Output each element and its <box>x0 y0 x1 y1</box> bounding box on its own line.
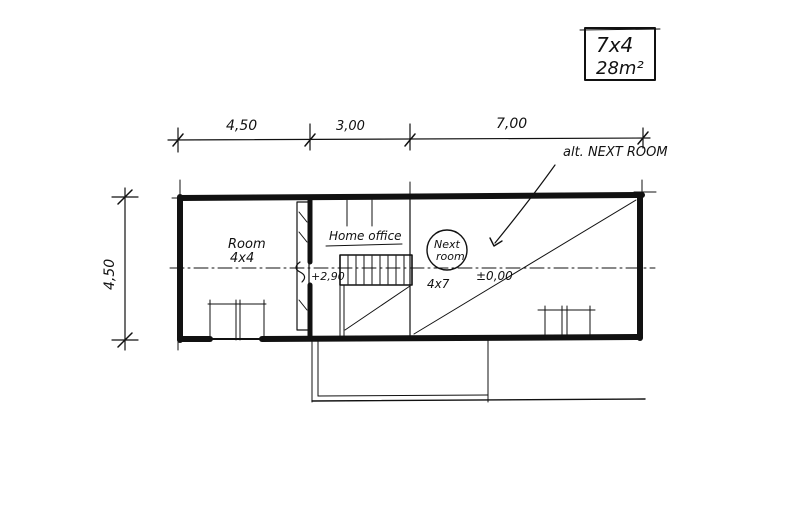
window-left-room <box>207 299 267 341</box>
top-dimension-line: 4,50 3,00 7,00 <box>167 116 651 153</box>
stamp-dimensions: 7x4 <box>596 33 633 57</box>
staircase <box>339 254 413 337</box>
side-dimension-line: 4,50 <box>102 187 139 351</box>
dim-label-left: 4,50 <box>226 118 257 134</box>
void-diagonals <box>344 199 637 335</box>
room-label: Room <box>228 237 266 252</box>
area-stamp: 7x4 28m² <box>579 27 661 81</box>
room-size-label: 4x4 <box>230 251 254 266</box>
dim-label-middle: 3,00 <box>336 119 365 134</box>
home-office-label: Home office <box>329 229 402 243</box>
dim-label-height: 4,50 <box>102 259 118 290</box>
terrace-outline <box>311 339 646 403</box>
annotation-arrow <box>489 164 556 247</box>
window-right-room <box>537 305 596 337</box>
next-room-label-line2: room <box>436 250 465 263</box>
area-size-label: 4x7 <box>427 277 450 291</box>
next-room-marker <box>426 229 468 271</box>
dim-label-right: 7,00 <box>496 116 527 132</box>
interior-partition <box>295 197 411 339</box>
stair-level-label: +2,90 <box>311 270 345 283</box>
alt-next-room-label: alt. NEXT ROOM <box>563 145 668 160</box>
stamp-area: 28m² <box>596 58 644 79</box>
next-room-label-line1: Next <box>434 238 461 251</box>
floor-level-label: ±0,00 <box>476 269 513 283</box>
top-wall-opening <box>325 199 403 247</box>
